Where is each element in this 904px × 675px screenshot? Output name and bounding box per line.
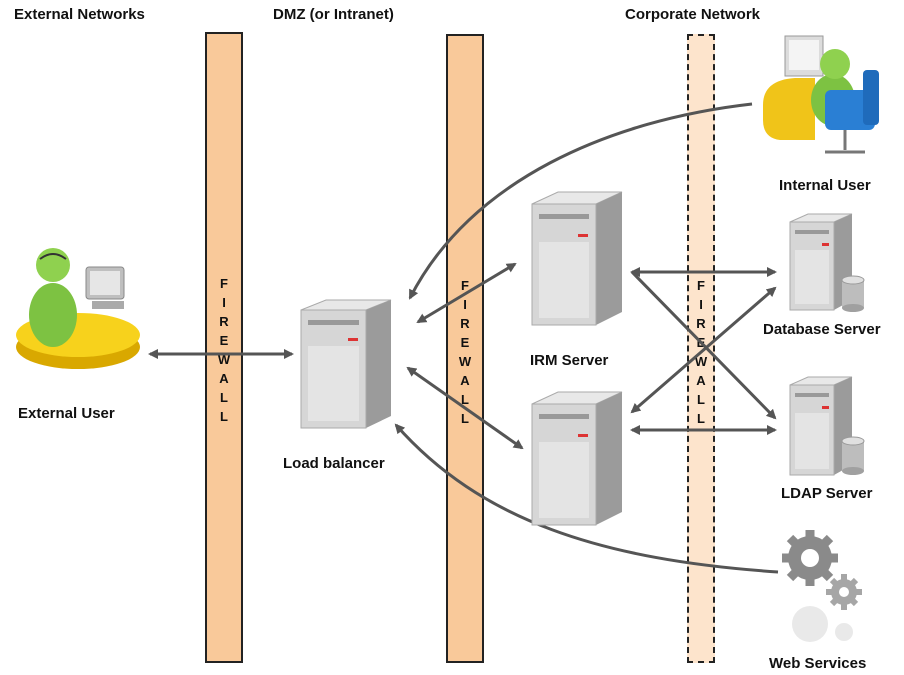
load-balancer-label: Load balancer (283, 455, 385, 472)
firewall-letter: L (220, 409, 228, 424)
irm-server-bottom-icon (530, 390, 626, 530)
arrow-load-balancer-irm-bottom (406, 366, 524, 450)
zone-corporate-network: Corporate Network (625, 6, 761, 23)
firewall-letter: R (219, 314, 229, 329)
ldap-server-icon (786, 375, 866, 477)
curve-internal-user-load-balancer (408, 102, 753, 300)
firewall-letter: E (219, 333, 229, 348)
external-user-icon (8, 235, 148, 385)
firewall-letter: E (460, 335, 470, 350)
firewall-letter: L (697, 411, 705, 426)
arrow-irm-bottom-database (630, 286, 777, 414)
external-user-label: External User (18, 405, 115, 422)
gear-icon (778, 528, 868, 648)
firewall-letter: A (219, 371, 229, 386)
firewall-letter: L (220, 390, 228, 405)
internal-user-label: Internal User (779, 177, 871, 194)
internal-user-icon (755, 30, 895, 165)
firewall-letter: W (458, 354, 472, 369)
irm-server-label: IRM Server (530, 352, 609, 369)
zone-dmz: DMZ (or Intranet) (273, 6, 394, 23)
ldap-server-label: LDAP Server (781, 485, 873, 502)
database-server-label: Database Server (763, 321, 881, 338)
web-services-label: Web Services (769, 655, 867, 672)
arrow-load-balancer-irm-top (416, 262, 517, 324)
firewall-letter: F (697, 278, 705, 293)
firewall-letter: I (222, 295, 226, 310)
zone-external-networks: External Networks (14, 6, 145, 23)
irm-server-top-icon (530, 190, 626, 330)
arrow-irm-top-ldap (630, 270, 777, 420)
firewall-letter: R (460, 316, 470, 331)
database-server-icon (786, 212, 866, 312)
firewall-letter: F (220, 276, 228, 291)
curve-web-services-load-balancer (394, 423, 779, 574)
load-balancer-server-icon (296, 298, 396, 433)
